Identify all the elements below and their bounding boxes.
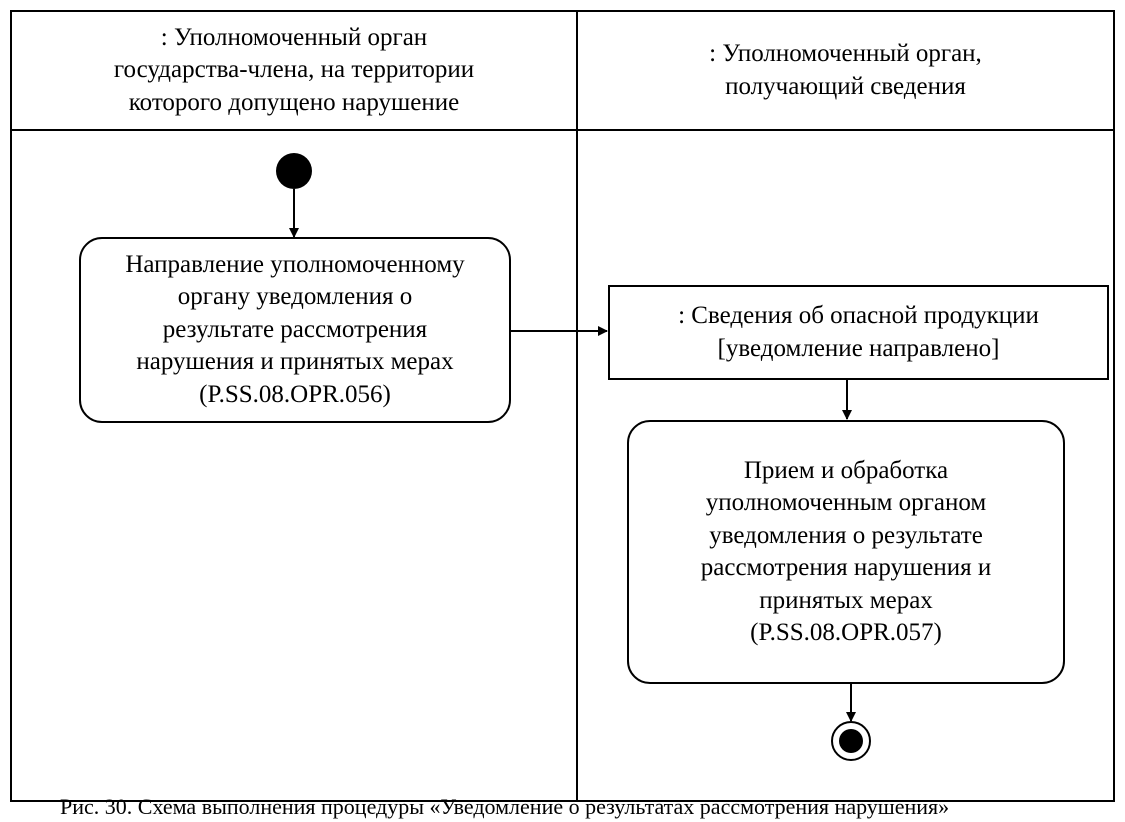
final-node-inner bbox=[839, 729, 863, 753]
lane-header-violation-state: : Уполномоченный орган государства-члена… bbox=[11, 11, 577, 130]
action-2-line: рассмотрения нарушения и bbox=[700, 554, 992, 581]
action-node-2 bbox=[627, 420, 1065, 684]
lane-header-line: : Уполномоченный орган bbox=[160, 23, 428, 51]
lane-header-receiving-authority: : Уполномоченный орган, получающий сведе… bbox=[577, 11, 1114, 130]
object-node-state: [уведомление направлено] bbox=[717, 334, 1000, 362]
action-1-label: Направление уполномоченному органу уведо… bbox=[80, 238, 510, 422]
object-node-label: : Сведения об опасной продукции [уведомл… bbox=[609, 286, 1108, 379]
lane-header-line: которого допущено нарушение bbox=[128, 88, 460, 116]
object-node bbox=[608, 285, 1109, 380]
action-2-line: уполномоченным органом bbox=[705, 489, 987, 516]
initial-node bbox=[276, 153, 312, 189]
lane-header-line: государства-члена, на территории bbox=[113, 56, 475, 84]
action-1-line: нарушения и принятых мерах bbox=[136, 348, 454, 376]
lane-header-line: получающий сведения bbox=[725, 72, 966, 100]
object-node-name: : Сведения об опасной продукции bbox=[678, 302, 1039, 329]
action-2-code: (P.SS.08.OPR.057) bbox=[750, 619, 942, 646]
action-2-line: Прием и обработка bbox=[743, 456, 949, 484]
figure-caption: Рис. 30. Схема выполнения процедуры «Уве… bbox=[60, 794, 950, 819]
action-2-line: уведомления о результате bbox=[709, 521, 983, 549]
swimlane-frame bbox=[10, 10, 1115, 802]
action-1-code: (P.SS.08.OPR.056) bbox=[199, 380, 391, 408]
lane-header-line: : Уполномоченный орган, bbox=[709, 40, 982, 67]
action-2-line: принятых мерах bbox=[759, 586, 933, 614]
action-1-line: результате рассмотрения bbox=[162, 315, 428, 343]
action-2-label: Прием и обработка уполномоченным органом… bbox=[628, 421, 1064, 683]
action-1-line: Направление уполномоченному bbox=[125, 250, 465, 278]
action-1-line: органу уведомления о bbox=[177, 283, 413, 311]
